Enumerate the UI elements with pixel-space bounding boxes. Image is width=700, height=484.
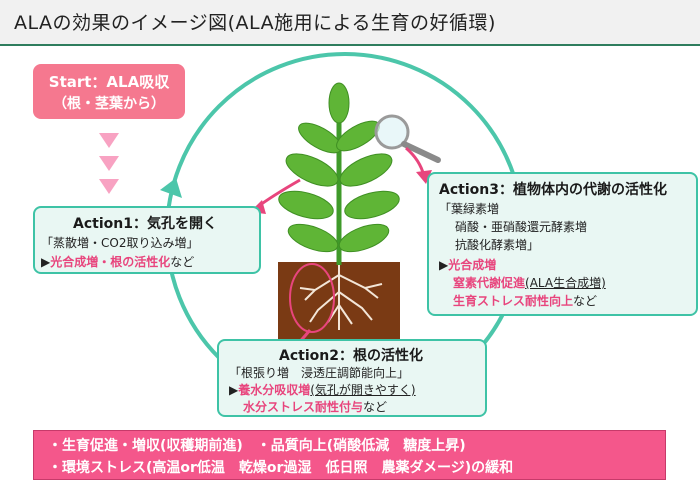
action2-pink-1: 養水分吸収増 <box>238 383 311 397</box>
magnifier-icon <box>374 114 441 163</box>
action3-title: Action3：植物体内の代謝の活性化 <box>439 182 667 198</box>
action3-line-6: 生育ストレス耐性向上など <box>453 292 597 309</box>
action3-line-1: 「葉緑素増 <box>439 202 500 216</box>
action1-pink: 光合成増・根の活性化 <box>50 255 171 269</box>
action2-title: Action2：根の活性化 <box>279 348 423 364</box>
summary-line-1: ・生育促進・増収(収穫期前進) ・品質向上(硝酸低減 糖度上昇) <box>48 438 466 454</box>
action2-line-2: ▶養水分吸収増(気孔が開きやすく) <box>229 381 416 398</box>
plant-leaves <box>278 82 400 253</box>
down-triangle-3 <box>99 179 119 194</box>
action2-line-1: 「根張り増 浸透圧調節能向上」 <box>229 366 410 380</box>
down-triangle-1 <box>99 133 119 148</box>
action2-pink-2: 水分ストレス耐性付与 <box>243 400 364 414</box>
roots <box>299 264 383 330</box>
page-title: ALAの効果のイメージ図(ALA施用による生育の好循環) <box>14 12 496 34</box>
down-triangle-2 <box>99 156 119 171</box>
action1-marker: ▶ <box>41 255 51 269</box>
start-line-1: Start：ALA吸収 <box>48 73 170 91</box>
action2-line-3: 水分ストレス耐性付与など <box>243 398 387 415</box>
start-line-2: （根・茎葉から） <box>53 96 165 112</box>
cycle-arrowhead <box>160 178 182 198</box>
action2-marker: ▶ <box>229 383 239 397</box>
arrow-to-action3-head <box>416 170 432 184</box>
action1-title: Action1：気孔を開く <box>73 216 217 232</box>
start-box: Start：ALA吸収 （根・茎葉から） <box>33 64 185 119</box>
action3-marker: ▶ <box>439 258 449 272</box>
action3-rest: など <box>573 294 598 308</box>
action2-rest: など <box>363 400 388 414</box>
action2-paren: (気孔が開きやすく) <box>310 383 416 397</box>
root-highlight-circle <box>289 263 335 333</box>
action3-pink-2: 窒素代謝促進 <box>453 276 526 290</box>
action3-box: Action3：植物体内の代謝の活性化 「葉緑素増 硝酸・亜硝酸還元酵素増 抗酸… <box>427 172 698 316</box>
action3-paren: (ALA生合成増) <box>525 276 606 290</box>
action1-rest: など <box>170 255 195 269</box>
action3-pink-3: 生育ストレス耐性向上 <box>453 294 574 308</box>
action3-line-2: 硝酸・亜硝酸還元酵素増 <box>455 220 588 234</box>
action1-line-2: ▶光合成増・根の活性化など <box>41 253 194 270</box>
action1-box: Action1：気孔を開く 「蒸散増・CO2取り込み増」 ▶光合成増・根の活性化… <box>33 206 261 274</box>
summary-line-2: ・環境ストレス(高温or低温 乾燥or過湿 低日照 農薬ダメージ)の緩和 <box>48 460 514 476</box>
header-bar: ALAの効果のイメージ図(ALA施用による生育の好循環) <box>0 0 700 44</box>
action3-line-4: ▶光合成増 <box>439 256 496 273</box>
action3-pink-1: 光合成増 <box>448 258 497 272</box>
action3-line-5: 窒素代謝促進(ALA生合成増) <box>453 274 606 291</box>
action3-line-3: 抗酸化酵素増」 <box>455 238 540 252</box>
action2-box: Action2：根の活性化 「根張り増 浸透圧調節能向上」 ▶養水分吸収増(気孔… <box>217 339 487 417</box>
summary-box: ・生育促進・増収(収穫期前進) ・品質向上(硝酸低減 糖度上昇) ・環境ストレス… <box>33 430 666 480</box>
header-divider <box>0 44 700 46</box>
action1-line-1: 「蒸散増・CO2取り込み増」 <box>41 236 199 250</box>
